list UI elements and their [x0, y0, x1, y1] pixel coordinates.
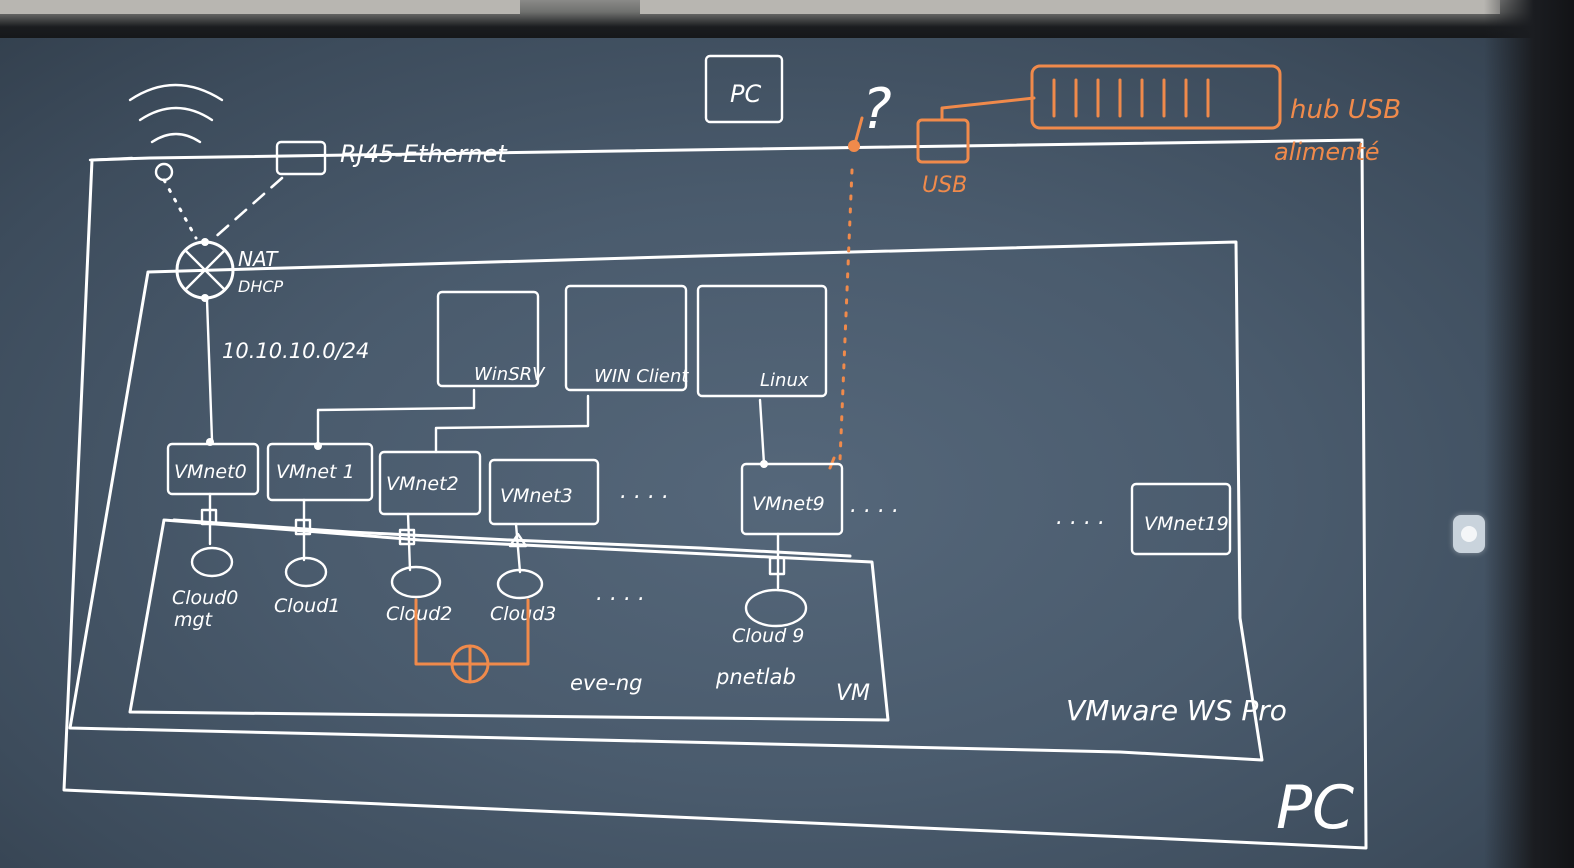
rj45-port-box [275, 140, 327, 176]
cloud0-label: Cloud0 [172, 587, 238, 609]
host-win-client: WIN Client [564, 284, 689, 392]
vmnet19-box: VMnet19 [1130, 482, 1232, 556]
lab-router-icon [414, 598, 530, 684]
vmnet2-label: VMnet2 [386, 473, 459, 495]
cloud2: Cloud2 [386, 565, 452, 625]
usb-hub-icon [1030, 64, 1282, 130]
usb-passthrough-link [838, 168, 854, 462]
vmware-box [68, 240, 1264, 762]
cloud1-label: Cloud1 [274, 595, 340, 617]
wifi-icon [128, 83, 224, 182]
cloud0: Cloud0 mgt [172, 546, 238, 631]
host-linux: Linux [696, 284, 828, 398]
question-arrow [854, 116, 864, 142]
vm-label: VM [836, 681, 870, 706]
screen-side-button[interactable] [1453, 515, 1485, 553]
winclient-vmnet2-link [434, 394, 590, 454]
vm-box [128, 518, 890, 722]
rj45-nat-link [210, 176, 284, 242]
whiteboard-screen [0, 38, 1574, 868]
cloud9: Cloud 9 pnetlab [715, 588, 808, 689]
vmnet3-box: VMnet3 [488, 458, 600, 526]
vmnet0-label: VMnet0 [174, 461, 247, 483]
cloud0-sub-label: mgt [174, 609, 214, 631]
usb-label: USB [922, 173, 967, 198]
cloud-connectors [200, 492, 786, 590]
vmnet1-label: VMnet 1 [276, 461, 355, 483]
cloud-ellipsis: . . . . [596, 581, 645, 606]
subnet-label: 10.10.10.0/24 [222, 339, 369, 363]
host-win-client-label: WIN Client [594, 366, 689, 387]
eve-ng-label: eve-ng [570, 671, 643, 695]
wifi-nat-link [162, 178, 198, 240]
cloud2-label: Cloud2 [386, 603, 452, 625]
usb-passthrough-point [848, 140, 860, 152]
vmnet2-box: VMnet2 [378, 450, 482, 516]
wifi-stub [88, 156, 134, 162]
winsrv-vmnet1-link [316, 388, 476, 448]
rj45-label: RJ45-Ethernet [340, 140, 508, 168]
pc-outer-box [62, 138, 1368, 850]
vmnet1-box: VMnet 1 [266, 442, 374, 502]
vmnet9-box: VMnet9 [740, 460, 844, 536]
cloud9-label: Cloud 9 [732, 625, 804, 647]
question-mark: ? [862, 77, 892, 142]
host-linux-label: Linux [760, 370, 809, 391]
host-winsrv-label: WinSRV [474, 364, 546, 385]
vmnet-ellipsis-1: . . . . [620, 479, 669, 504]
vmnet-ellipsis-3: . . . . [1056, 505, 1105, 530]
pc-label: PC [1276, 773, 1354, 843]
cloud3-label: Cloud3 [490, 603, 556, 625]
cloud3: Cloud3 [490, 568, 556, 625]
linux-vmnet9-link [758, 398, 766, 466]
vmnet9-label: VMnet9 [752, 493, 825, 515]
vmnet19-label: VMnet19 [1144, 513, 1229, 535]
nat-vmnet0-link [205, 298, 214, 442]
cloud9-sub-label: pnetlab [715, 665, 796, 689]
hub-label-line1: hub USB [1290, 95, 1401, 125]
vmware-label: VMware WS Pro [1066, 694, 1287, 727]
top-pc-box [704, 54, 784, 124]
hub-label-line2: alimenté [1274, 138, 1380, 166]
vmnet3-label: VMnet3 [500, 485, 573, 507]
nat-label: NAT [238, 247, 279, 271]
host-winsrv: WinSRV [436, 290, 546, 388]
screen-bezel [1484, 0, 1574, 868]
dhcp-label: DHCP [238, 277, 284, 296]
vmnet0-box: VMnet0 [166, 438, 260, 496]
cloud1: Cloud1 [274, 556, 340, 617]
vmnet-ellipsis-2: . . . . [850, 493, 899, 518]
usb-hub-cable [940, 96, 1036, 122]
usb-port-box [916, 118, 970, 164]
top-pc-label: PC [730, 80, 761, 108]
vmnet-bus-line [172, 518, 852, 558]
